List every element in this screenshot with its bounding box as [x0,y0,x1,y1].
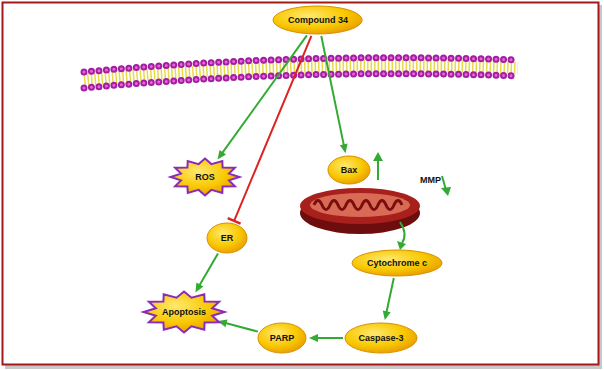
arrowhead [218,150,227,160]
membrane-heads-highlight [84,74,518,88]
activation-arrow [199,253,218,286]
ellipse-node: Caspase-3 [344,322,418,354]
node-text: ER [221,233,234,244]
arrowhead [309,334,318,342]
ellipse-node: Bax [327,155,371,185]
increase-arrowhead [373,152,383,161]
node-text: PARP [270,333,294,344]
frame-border [3,3,599,365]
starburst-outline [171,159,240,196]
node-text: Compound 34 [288,15,348,26]
node-text: Caspase-3 [358,333,403,344]
ellipse-outline [328,156,370,184]
arrowhead [340,144,348,154]
node-text: Cytochrome c [367,258,427,269]
ellipse-node: PARP [257,322,307,354]
activation-arrow [225,323,258,332]
mitochondrion-cristae [314,201,402,210]
annotation-label: MMP [420,175,441,185]
node-text: Apoptosis [162,307,206,318]
membrane-heads [84,74,518,88]
node-text: Bax [341,165,358,176]
ellipse-node: Compound 34 [272,5,363,35]
ellipse-outline [207,223,247,253]
activation-arrow [316,337,343,339]
arrowhead [195,283,203,293]
activation-arrow [386,278,394,313]
release-arrow [400,222,405,243]
release-arrowhead [397,241,406,250]
decrease-arrowhead [441,187,451,196]
ellipse-node: ER [206,222,248,254]
starburst-node: ROS [169,157,241,197]
inhibition-line [234,36,311,221]
starburst-node: Apoptosis [142,290,226,334]
increase-arrow [377,160,379,180]
arrowhead [383,310,391,320]
mitochondrion-outer [300,188,420,224]
activation-arrow [222,35,307,154]
activation-arrow [321,36,344,146]
starburst-outline [144,292,225,333]
mitochondrion-inner [310,193,410,217]
node-text: ROS [195,172,215,183]
ellipse-outline [352,250,442,276]
ellipse-outline [258,323,306,353]
ellipse-outline [345,323,417,353]
ellipse-outline [273,6,362,34]
ellipse-node: Cytochrome c [351,249,443,277]
